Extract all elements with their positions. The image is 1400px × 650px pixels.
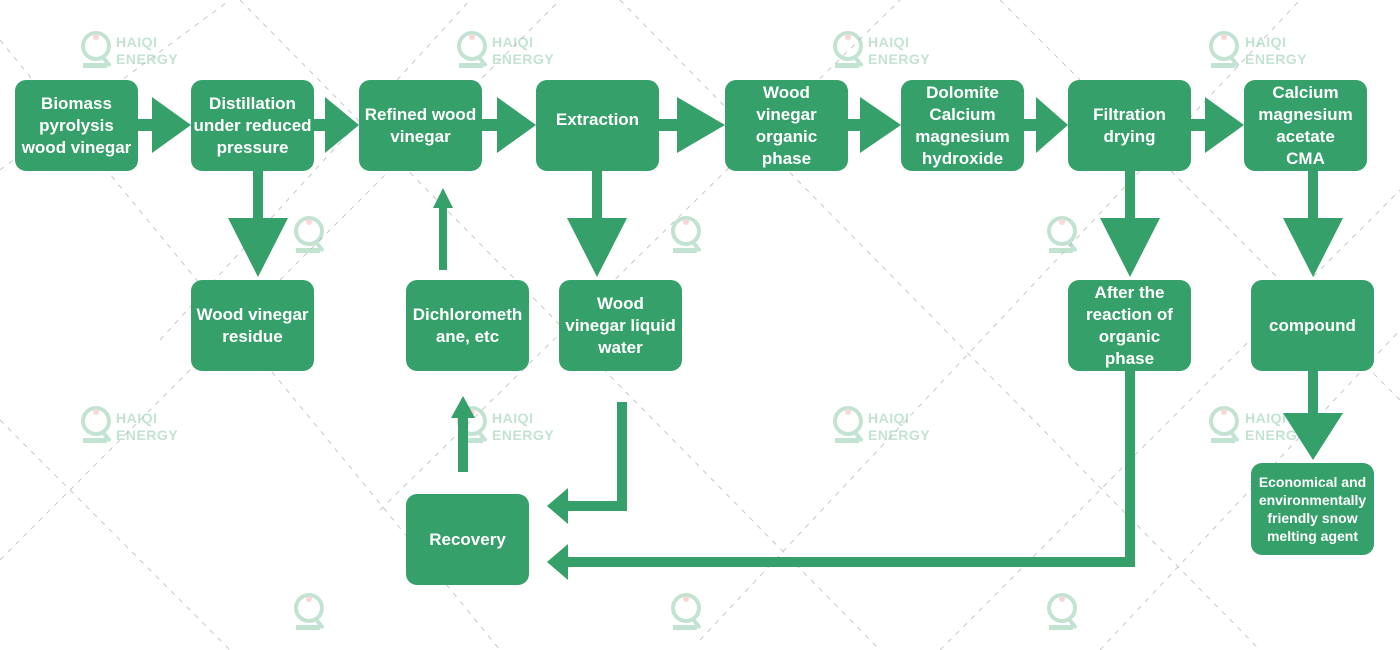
node-after-reaction: After the reaction of organic phase <box>1068 280 1191 371</box>
haiqi-logo-icon <box>833 406 864 443</box>
flow-arrow-right-shaft <box>848 119 861 131</box>
flow-arrow-right-shaft <box>314 119 326 131</box>
flow-arrow-right-shaft <box>482 119 498 131</box>
watermark-line2: ENERGY <box>116 427 179 443</box>
watermark-line1: HAIQI <box>1245 410 1287 426</box>
flow-arrow-right-head <box>152 97 191 153</box>
flow-arrow-right-head <box>325 97 359 153</box>
watermark-line2: ENERGY <box>492 427 555 443</box>
flow-arrow-right-head <box>677 97 725 153</box>
watermark-line2: ENERGY <box>492 51 555 67</box>
flow-arrow-down-shaft <box>592 171 602 219</box>
haiqi-logo-icon <box>294 216 325 253</box>
haiqi-logo-icon <box>81 31 112 68</box>
node-biomass-pyrolysis: Biomass pyrolysis wood vinegar <box>15 80 138 171</box>
flow-arrow-down-shaft <box>1308 171 1318 219</box>
watermark-line1: HAIQI <box>868 34 910 50</box>
flow-arrow-left-head <box>547 544 568 580</box>
haiqi-logo-icon <box>671 593 702 630</box>
flow-arrow-down-head <box>1283 218 1343 277</box>
node-recovery: Recovery <box>406 494 529 585</box>
flow-arrow-left-head <box>547 488 568 524</box>
flow-arrow-down-head <box>1100 218 1160 277</box>
flow-arrow-right-head <box>1205 97 1244 153</box>
haiqi-logo-icon <box>294 593 325 630</box>
flow-arrow-right-head <box>497 97 536 153</box>
flow-arrow-return-shaft <box>1125 371 1135 567</box>
node-refined-wood-vinegar: Refined wood vinegar <box>359 80 482 171</box>
flow-arrow-down-head <box>1283 413 1343 460</box>
flow-arrow-right-shaft <box>138 119 153 131</box>
watermark-line1: HAIQI <box>116 34 158 50</box>
flow-arrow-right-shaft <box>1191 119 1206 131</box>
node-dolomite: Dolomite Calcium magnesium hydroxide <box>901 80 1024 171</box>
watermark-dashed-line <box>1099 329 1400 650</box>
watermark-line2: ENERGY <box>1245 427 1308 443</box>
flow-arrow-right-shaft <box>659 119 678 131</box>
flow-arrow-right-head <box>1036 97 1068 153</box>
haiqi-logo-icon <box>833 31 864 68</box>
haiqi-logo-icon <box>671 216 702 253</box>
watermark-line1: HAIQI <box>116 410 158 426</box>
watermark-dashed-line <box>939 189 1400 650</box>
flow-arrow-up-shaft <box>458 418 468 472</box>
node-filtration-drying: Filtration drying <box>1068 80 1191 171</box>
watermark-line2: ENERGY <box>116 51 179 67</box>
node-compound: compound <box>1251 280 1374 371</box>
flow-arrow-up-head <box>451 396 475 418</box>
watermark-line2: ENERGY <box>1245 51 1308 67</box>
flow-arrow-right-shaft <box>1024 119 1037 131</box>
node-extraction: Extraction <box>536 80 659 171</box>
haiqi-logo-icon <box>1047 593 1078 630</box>
node-wood-vinegar-organic-phase: Wood vinegar organic phase <box>725 80 848 171</box>
flow-arrow-return-shaft <box>568 557 1135 567</box>
watermark-line1: HAIQI <box>868 410 910 426</box>
flow-arrow-down-shaft <box>1125 171 1135 219</box>
node-snow-melting-agent: Economical and environmentally friendly … <box>1251 463 1374 555</box>
node-wood-vinegar-residue: Wood vinegar residue <box>191 280 314 371</box>
haiqi-logo-icon <box>457 31 488 68</box>
haiqi-logo-icon <box>1209 406 1240 443</box>
haiqi-logo-icon <box>81 406 112 443</box>
flow-arrow-right-head <box>860 97 901 153</box>
node-wood-vinegar-liquid-water: Wood vinegar liquid water <box>559 280 682 371</box>
node-distillation: Distillation under reduced pressure <box>191 80 314 171</box>
node-cma: Calcium magnesium acetate CMA <box>1244 80 1367 171</box>
flow-arrow-up-head <box>433 188 453 208</box>
node-dichloromethane: Dichlorometh ane, etc <box>406 280 529 371</box>
watermark-dashed-line <box>699 0 1301 641</box>
watermark-line1: HAIQI <box>492 410 534 426</box>
watermark-line1: HAIQI <box>492 34 534 50</box>
flow-arrow-down-head <box>567 218 627 277</box>
flow-arrow-return-shaft <box>568 501 627 511</box>
watermark-dashed-line <box>619 0 1261 650</box>
watermark-dashed-line <box>239 0 881 650</box>
watermark-line2: ENERGY <box>868 427 931 443</box>
flow-arrow-down-shaft <box>253 171 263 219</box>
flow-arrow-return-shaft <box>617 402 627 511</box>
flow-arrow-down-shaft <box>1308 371 1318 414</box>
watermark-line2: ENERGY <box>868 51 931 67</box>
haiqi-logo-icon <box>1047 216 1078 253</box>
haiqi-logo-icon <box>1209 31 1240 68</box>
flow-arrow-up-shaft <box>439 208 447 270</box>
flow-arrow-down-head <box>228 218 288 277</box>
watermark-line1: HAIQI <box>1245 34 1287 50</box>
